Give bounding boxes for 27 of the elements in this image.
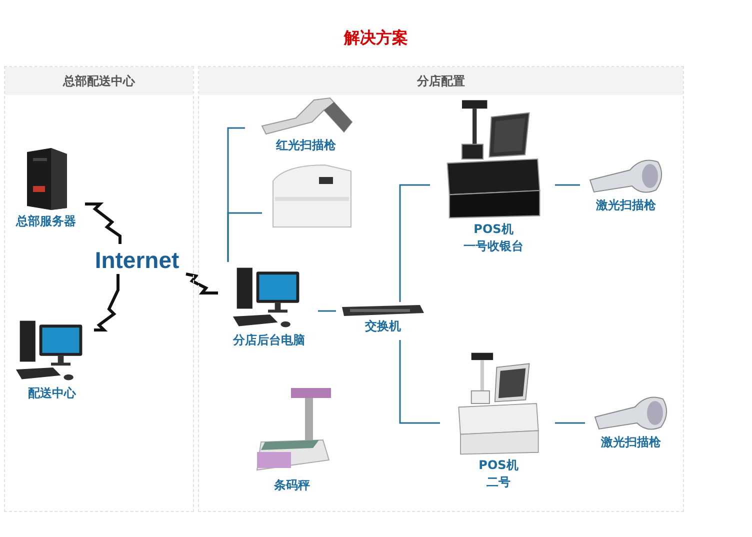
device-label: 激光扫描枪 xyxy=(596,198,656,213)
device-label: 一号收银台 xyxy=(464,239,524,254)
connector-line xyxy=(399,184,430,302)
panel xyxy=(198,66,684,512)
device-label: 条码秤 xyxy=(274,478,310,493)
network-label: Internet xyxy=(87,245,187,275)
panel xyxy=(4,66,194,512)
device-label: 激光扫描枪 xyxy=(601,435,661,450)
connector-line xyxy=(555,184,580,186)
device-label: 配送中心 xyxy=(28,386,76,401)
connector-line xyxy=(399,340,440,424)
connector-line xyxy=(555,422,585,424)
device-label: 分店后台电脑 xyxy=(233,333,305,348)
diagram-title: 解决方案 xyxy=(344,28,408,49)
panel-header: 分店配置 xyxy=(199,67,683,98)
lightning-link xyxy=(85,202,122,244)
lightning-link xyxy=(94,274,120,332)
panel-header: 总部配送中心 xyxy=(5,67,193,98)
device-label: 总部服务器 xyxy=(16,214,76,229)
device-label: 二号 xyxy=(486,475,510,490)
device-label: POS机 xyxy=(478,458,518,473)
lightning-link xyxy=(186,272,218,294)
device-label: 交换机 xyxy=(365,319,401,334)
connector-line xyxy=(318,310,336,312)
device-label: 红光扫描枪 xyxy=(276,138,336,153)
device-label: POS机 xyxy=(474,222,514,237)
connector-line xyxy=(227,212,262,262)
